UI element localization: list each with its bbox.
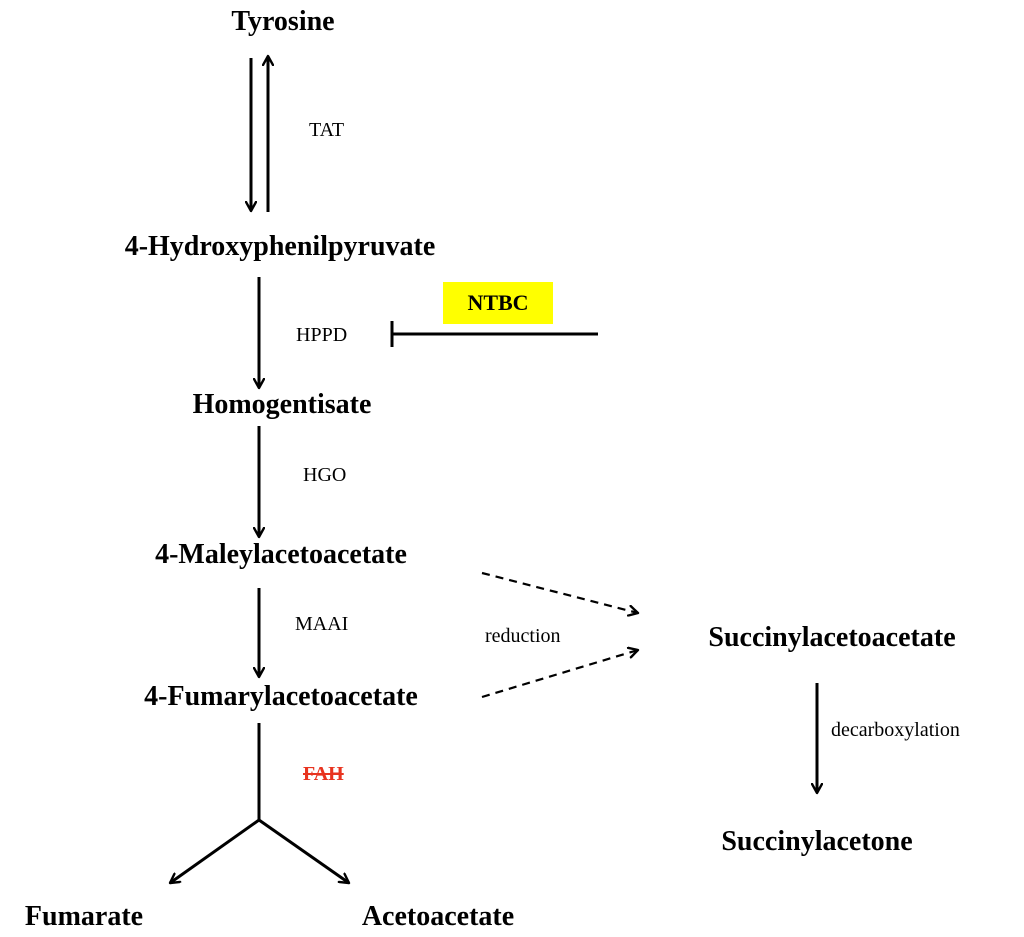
enzyme-hppd: HPPD [296, 324, 348, 346]
reaction-reduction: reduction [485, 625, 561, 647]
reaction-decarboxylation: decarboxylation [831, 719, 960, 741]
metabolite-homogentisate: Homogentisate [192, 389, 372, 420]
inhibitor-ntbc: NTBC [443, 282, 553, 324]
metabolite-hydroxyphenylpyruvate: 4-Hydroxyphenilpyruvate [124, 231, 436, 262]
metabolite-fumarylacetoacetate: 4-Fumarylacetoacetate [144, 681, 418, 712]
ntbc-highlight [443, 282, 553, 324]
enzyme-tat: TAT [309, 119, 345, 141]
enzyme-maai: MAAI [295, 613, 349, 635]
metabolite-succinylacetone: Succinylacetone [721, 826, 913, 857]
arrow-maleylacetoacetate-to-succinylacetoacetate [481, 571, 638, 613]
enzyme-fah-deficient: FAH [303, 763, 344, 785]
metabolite-fumarate: Fumarate [24, 901, 144, 932]
metabolite-succinylacetoacetate: Succinylacetoacetate [708, 622, 956, 653]
metabolite-tyrosine: Tyrosine [231, 6, 335, 37]
metabolite-acetoacetate: Acetoacetate [361, 901, 515, 932]
arrow-to-acetoacetate [258, 818, 349, 885]
inhibitor-ntbc-label: NTBC [467, 290, 529, 315]
enzyme-hgo: HGO [303, 464, 347, 486]
arrow-to-fumarate [170, 818, 260, 885]
arrow-fumarylacetoacetate-to-succinylacetoacetate [481, 650, 638, 699]
metabolite-maleylacetoacetate: 4-Maleylacetoacetate [155, 539, 407, 570]
